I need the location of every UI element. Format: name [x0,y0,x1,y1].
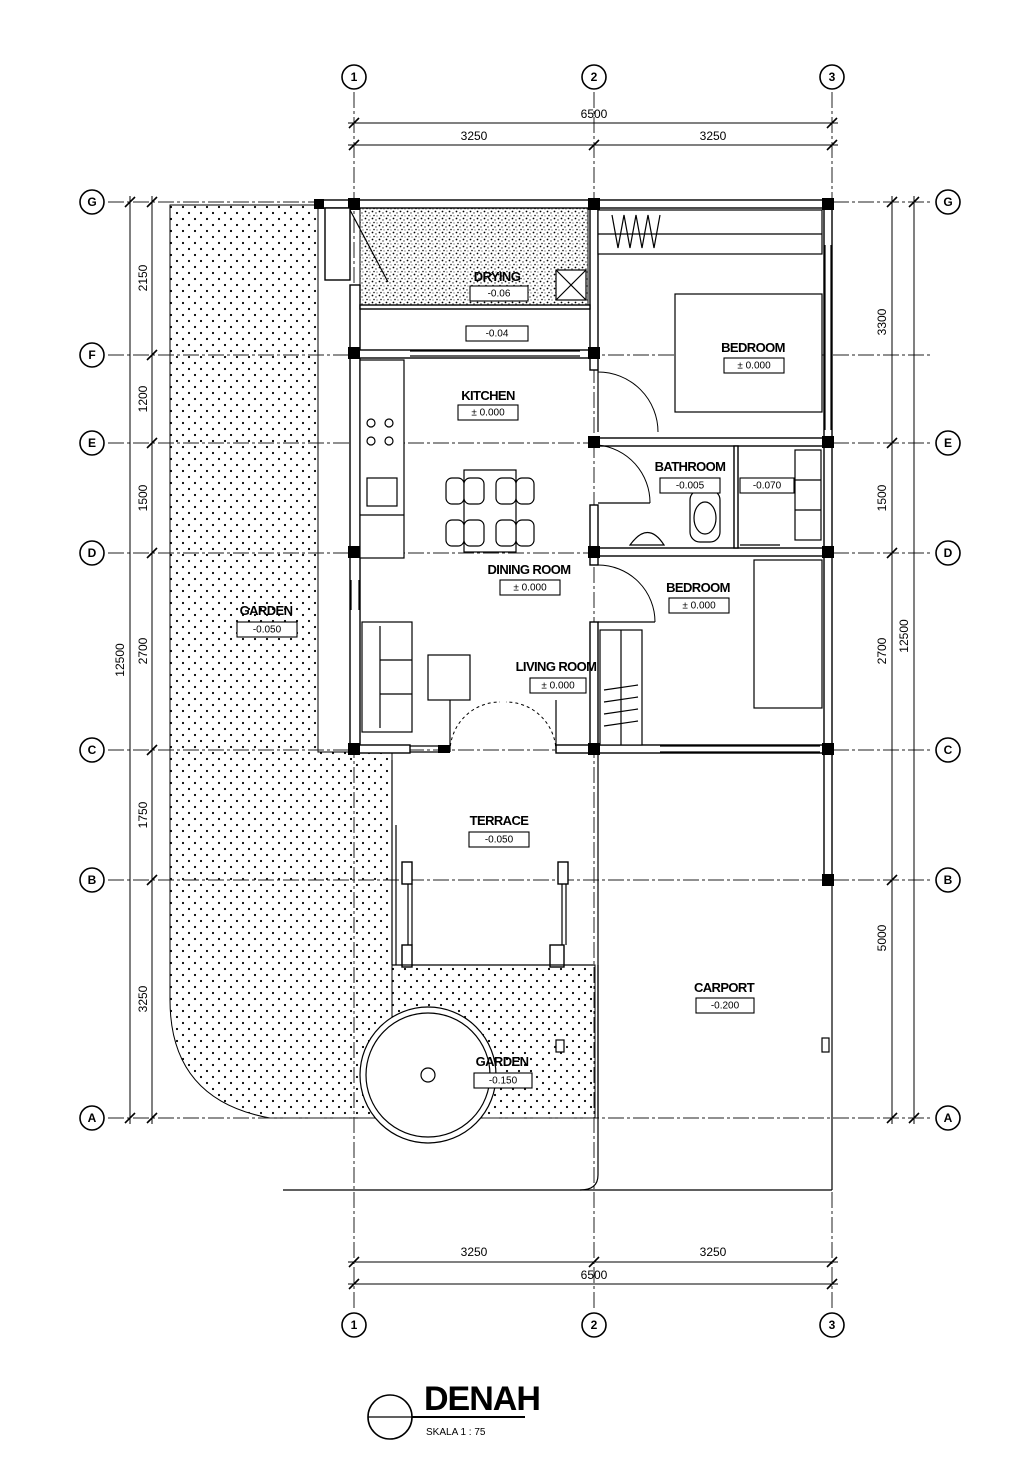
room-level-bathroom-shower: -0.070 [753,481,782,492]
grid-row-a-right: A [944,1111,953,1125]
dim-left-seg-4: 2700 [136,637,150,664]
grid-row-e-left: E [88,436,96,450]
dim-left-seg-3: 1500 [136,484,150,511]
dim-left-seg-5: 1750 [136,801,150,828]
room-label-drying: DRYING -0.06 [469,269,529,302]
room-level-garden-left: -0.050 [253,625,282,636]
dim-right-seg-2: 1500 [875,484,889,511]
dimensions-right: 3300 1500 2700 5000 12500 [875,196,920,1124]
room-level-bedroom-top: ± 0.000 [737,361,771,372]
room-level-drying-passage: -0.04 [486,329,509,340]
furniture [359,209,823,1144]
room-label-kitchen: KITCHEN ± 0.000 [457,388,519,421]
room-label-bathroom: BATHROOM -0.005 [655,459,726,494]
dim-left-total: 12500 [113,643,127,677]
grid-col-2-bottom: 2 [591,1318,598,1332]
grid-col-1-bottom: 1 [351,1318,358,1332]
dim-top-right: 3250 [700,129,727,143]
room-name-bedroom-top: BEDROOM [721,340,785,355]
dim-right-seg-3: 2700 [875,637,889,664]
grid-row-e-right: E [944,436,952,450]
room-level-bathroom: -0.005 [676,481,705,492]
grid-row-g-right: G [943,195,952,209]
windows [350,245,832,753]
dim-bottom-left: 3250 [461,1245,488,1259]
room-name-garden-front: GARDEN [476,1054,529,1069]
dim-top-total: 6500 [581,107,608,121]
room-label-carport: CARPORT -0.200 [694,980,755,1014]
drawing-title: DENAH [424,1380,540,1418]
doors [438,370,659,753]
grid-col-1-top: 1 [351,70,358,84]
grid-row-d-right: D [944,546,953,560]
dimensions-bottom: 3250 3250 6500 [348,1245,838,1290]
dim-left-seg-1: 2150 [136,264,150,291]
room-label-dining: DINING ROOM ± 0.000 [488,562,571,596]
grid-bubbles-left: G F E D C B A [79,189,105,1131]
room-name-terrace: TERRACE [470,813,530,828]
room-name-kitchen: KITCHEN [461,388,515,403]
room-label-bedroom-top: BEDROOM ± 0.000 [721,340,785,374]
room-label-garden-left: GARDEN -0.050 [236,603,298,638]
room-level-bedroom-bottom: ± 0.000 [682,601,716,612]
drawing-title-block: DENAH SKALA 1 : 75 [367,1380,541,1440]
grid-row-c-right: C [944,743,953,757]
grid-row-c-left: C [88,743,97,757]
room-level-living: ± 0.000 [541,681,575,692]
grid-row-b-right: B [944,873,953,887]
grid-bubbles-bottom: 1 2 3 [341,1312,845,1338]
grid-row-b-left: B [88,873,97,887]
grid-col-3-top: 3 [829,70,836,84]
drawing-scale: SKALA 1 : 75 [426,1427,486,1438]
room-name-drying: DRYING [474,269,521,284]
room-name-bedroom-bottom: BEDROOM [666,580,730,595]
room-level-dining: ± 0.000 [513,583,547,594]
dim-left-seg-6: 3250 [136,985,150,1012]
room-name-bathroom: BATHROOM [655,459,726,474]
room-level-drying: -0.06 [488,289,511,300]
dimensions-top: 6500 3250 3250 [348,107,838,151]
dimensions-left: 12500 2150 1200 1500 2700 1750 3250 [113,196,158,1124]
grid-bubbles-right: G E D C B A [935,189,961,1131]
building-walls [283,198,834,1191]
room-label-garden-front: GARDEN -0.150 [473,1054,533,1089]
grid-row-a-left: A [88,1111,97,1125]
room-level-terrace: -0.050 [485,835,514,846]
room-name-living: LIVING ROOM [516,659,597,674]
room-level-garden-front: -0.150 [489,1076,518,1087]
room-level-kitchen: ± 0.000 [471,408,505,419]
room-name-garden-left: GARDEN [240,603,293,618]
room-label-living: LIVING ROOM ± 0.000 [516,659,597,694]
dim-bottom-right: 3250 [700,1245,727,1259]
room-name-dining: DINING ROOM [488,562,571,577]
dim-top-left: 3250 [461,129,488,143]
dim-right-seg-1: 3300 [875,308,889,335]
room-level-carport: -0.200 [711,1001,740,1012]
grid-bubbles-top: 1 2 3 [341,64,845,90]
room-label-bedroom-bottom: BEDROOM ± 0.000 [666,580,730,614]
dim-right-total: 12500 [897,619,911,653]
grid-row-f-left: F [88,348,95,362]
dim-left-seg-2: 1200 [136,385,150,412]
room-label-drying-passage: -0.04 [465,325,529,342]
room-name-carport: CARPORT [694,980,755,995]
grid-col-3-bottom: 3 [829,1318,836,1332]
room-label-bathroom-shower: -0.070 [739,477,795,494]
dim-bottom-total: 6500 [581,1268,608,1282]
room-label-terrace: TERRACE -0.050 [468,813,530,848]
dim-right-seg-4: 5000 [875,924,889,951]
grid-row-d-left: D [88,546,97,560]
grid-row-g-left: G [87,195,96,209]
grid-col-2-top: 2 [591,70,598,84]
